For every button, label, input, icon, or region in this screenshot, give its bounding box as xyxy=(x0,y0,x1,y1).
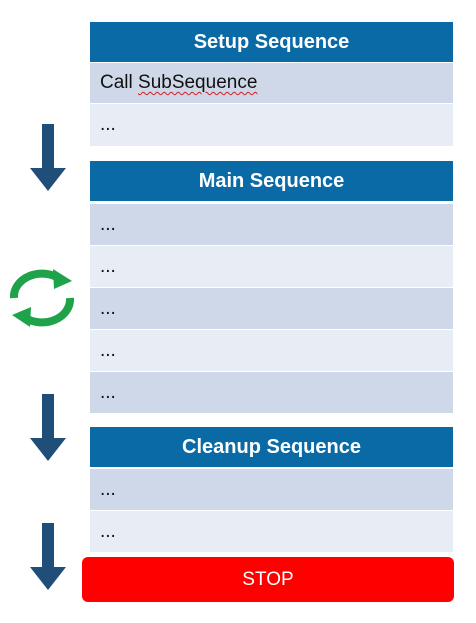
setup-row-2-text: ... xyxy=(100,114,116,135)
stop-label: STOP xyxy=(242,568,294,590)
cleanup-row-1: ... xyxy=(90,469,453,510)
main-sequence-header: Main Sequence xyxy=(90,161,453,201)
setup-row-1: Call SubSequence xyxy=(90,63,453,103)
main-row-3-text: ... xyxy=(100,297,116,319)
main-row-1-text: ... xyxy=(100,213,116,235)
setup-sequence-title: Setup Sequence xyxy=(193,30,350,53)
cleanup-row-2: ... xyxy=(90,511,453,552)
cleanup-sequence-header: Cleanup Sequence xyxy=(90,427,453,467)
arrow-down-icon xyxy=(30,523,66,590)
arrow-down-icon xyxy=(30,394,66,461)
main-row-2: ... xyxy=(90,246,453,287)
setup-row-2: ... xyxy=(90,104,453,146)
stop-block: STOP xyxy=(82,557,454,602)
setup-sequence-header: Setup Sequence xyxy=(90,22,453,62)
setup-row-1-subsequence: SubSequence xyxy=(138,72,258,93)
main-row-5-text: ... xyxy=(100,381,116,403)
main-row-4: ... xyxy=(90,330,453,371)
arrow-down-icon xyxy=(30,124,66,191)
cleanup-row-2-text: ... xyxy=(100,520,116,542)
cleanup-sequence-title: Cleanup Sequence xyxy=(182,435,361,458)
main-sequence-title: Main Sequence xyxy=(198,169,345,192)
main-row-2-text: ... xyxy=(100,255,116,277)
setup-row-1-prefix: Call xyxy=(100,72,139,93)
refresh-cycle-icon xyxy=(9,269,75,327)
main-row-5: ... xyxy=(90,372,453,413)
main-row-1: ... xyxy=(90,204,453,245)
cleanup-row-1-text: ... xyxy=(100,478,116,500)
main-row-4-text: ... xyxy=(100,339,116,361)
main-row-3: ... xyxy=(90,288,453,329)
